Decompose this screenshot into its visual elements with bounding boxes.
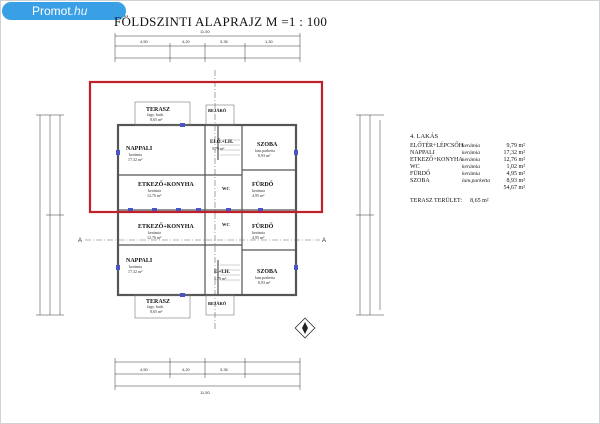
section-line [85, 70, 320, 330]
room-nappali-lower-area: 17,32 m² [128, 269, 143, 275]
room-furdo-upper: FÜRDŐ [252, 180, 274, 188]
legend-row: ELŐTÉR+LÉPCSŐH. kerámia 9,79 m² [410, 143, 525, 150]
room-wc-upper: WC [222, 186, 230, 191]
room-furdo-lower: FÜRDŐ [252, 222, 274, 230]
legend-room-name: WC [410, 164, 420, 170]
room-elo-upper: ELŐ.+LH. [210, 139, 234, 145]
dim-top-1: 4,50 [140, 39, 149, 44]
bottom-dimension-lines [114, 358, 301, 390]
legend-room-area: 4,95 m² [506, 171, 525, 177]
section-mark-left: A [78, 238, 82, 244]
room-bejaro-upper: BEJÁRÓ [208, 108, 227, 113]
legend-total-row: 54,67 m² [410, 185, 525, 192]
legend-terrace-label: TERASZ TERÜLET: [410, 198, 463, 204]
dim-top-4: 1,30 [265, 39, 274, 44]
legend-room-name: ETKEZŐ+KONYHA [410, 157, 463, 163]
legend-row: SZOBA lam.parketta 8,93 m² [410, 178, 525, 185]
legend-room-material: lam.parketta [462, 178, 490, 184]
right-dimension-lines [356, 114, 384, 316]
dim-bottom-2: 4,20 [182, 367, 191, 372]
room-nappali-upper-sub: kerámia [129, 152, 142, 157]
room-nappali-upper: NAPPALI [126, 146, 153, 152]
legend-room-material: kerámia [462, 171, 481, 177]
legend-terrace-row: TERASZ TERÜLET: 8,65 m² [410, 198, 525, 204]
stairs [220, 139, 240, 281]
legend-room-name: NAPPALI [410, 150, 435, 156]
legend-room-material: kerámia [462, 150, 481, 156]
dim-bottom-total: 11,50 [200, 390, 210, 395]
room-etkezo-upper-sub: kerámia [148, 188, 161, 193]
room-wc-lower: WC [222, 222, 230, 227]
legend-room-name: ELŐTÉR+LÉPCSŐH. [410, 143, 465, 149]
dim-top-total: 11,50 [200, 29, 210, 34]
legend-terrace-area: 8,65 m² [470, 198, 489, 204]
section-mark-right: A [322, 238, 326, 244]
watermark-badge: Promot.hu [2, 2, 126, 20]
watermark-suffix: .hu [70, 4, 88, 18]
room-etkezo-lower-sub: kerámia [148, 230, 161, 235]
room-furdo-upper-sub: kerámia [252, 188, 265, 193]
legend-row: ETKEZŐ+KONYHA kerámia 12,76 m² [410, 157, 525, 164]
legend-room-area: 1,02 m² [506, 164, 525, 170]
room-szoba-lower: SZOBA [257, 269, 278, 275]
legend-heading: 4. LAKÁS [410, 133, 439, 140]
room-szoba-upper-area: 8,93 m² [258, 153, 271, 159]
room-etkezo-upper: ETKEZŐ+KONYHA [138, 180, 194, 188]
legend-row: NAPPALI kerámia 17,32 m² [410, 150, 525, 157]
legend-room-material [462, 185, 496, 192]
room-elolh-lower: E.+LH. [214, 270, 231, 275]
room-furdo-upper-area: 4,95 m² [252, 193, 265, 199]
legend-room-area: 8,93 m² [506, 178, 525, 184]
dim-bottom-3: 3,35 [220, 367, 229, 372]
room-nappali-upper-area: 17,32 m² [128, 157, 143, 163]
room-furdo-lower-area: 4,95 m² [252, 235, 265, 241]
room-terasz-lower-area: 8,65 m² [150, 309, 163, 315]
legend-total-area: 54,67 m² [503, 185, 525, 191]
room-terasz-upper-area: 8,65 m² [150, 117, 163, 123]
legend-room-name [410, 185, 462, 192]
legend-room-name: FÜRDŐ [410, 171, 431, 177]
highlight-box [88, 80, 324, 214]
room-terasz-upper: TERASZ [146, 107, 170, 113]
room-etkezo-lower: ETKEZŐ+KONYHA [138, 222, 194, 230]
legend-room-material: kerámia [462, 164, 481, 170]
interior-walls [118, 125, 296, 295]
room-szoba-lower-area: 8,93 m² [258, 280, 271, 286]
legend-room-material: kerámia [462, 157, 481, 163]
room-nappali-lower-sub: kerámia [129, 264, 142, 269]
room-terasz-lower: TERASZ [146, 299, 170, 305]
left-dimension-lines [36, 114, 64, 316]
dim-top-3: 3,35 [220, 39, 229, 44]
top-dimension-lines [114, 33, 301, 62]
plan-title: FÖLDSZINTI ALAPRAJZ M =1 : 100 [114, 14, 328, 29]
legend-room-area: 17,32 m² [503, 150, 525, 156]
dim-top-2: 4,20 [182, 39, 191, 44]
legend-room-material: kerámia [462, 143, 481, 149]
room-bejaro-lower: BEJÁRÓ [208, 301, 227, 306]
terraces [134, 101, 235, 319]
legend-room-area: 12,76 m² [503, 157, 525, 163]
north-arrow-icon [294, 317, 316, 339]
apartment-legend: 4. LAKÁS ELŐTÉR+LÉPCSŐH. kerámia 9,79 m²… [410, 133, 525, 204]
legend-room-area: 9,79 m² [506, 143, 525, 149]
room-elolh-lower-area: 9,79 m² [214, 276, 227, 282]
room-nappali-lower: NAPPALI [126, 258, 153, 264]
legend-row: WC kerámia 1,02 m² [410, 164, 525, 171]
room-terasz-upper-sub: fagy. burk. [147, 112, 164, 117]
room-furdo-lower-sub: kerámia [252, 230, 265, 235]
watermark-brand: Promot [32, 4, 71, 18]
window-markers [116, 123, 298, 297]
room-etkezo-upper-area: 12,76 m² [147, 193, 162, 199]
legend-row: FÜRDŐ kerámia 4,95 m² [410, 171, 525, 178]
room-szoba-upper: SZOBA [257, 142, 278, 148]
room-etkezo-lower-area: 12,76 m² [147, 235, 162, 241]
room-szoba-lower-sub: lam.parketta [255, 275, 275, 280]
room-terasz-lower-sub: fagy. burk. [147, 304, 164, 309]
room-elo-upper-area: 9,79 m² [212, 146, 225, 152]
dim-bottom-1: 4,50 [140, 367, 149, 372]
room-szoba-upper-sub: lam.parketta [255, 148, 275, 153]
legend-room-name: SZOBA [410, 178, 430, 184]
